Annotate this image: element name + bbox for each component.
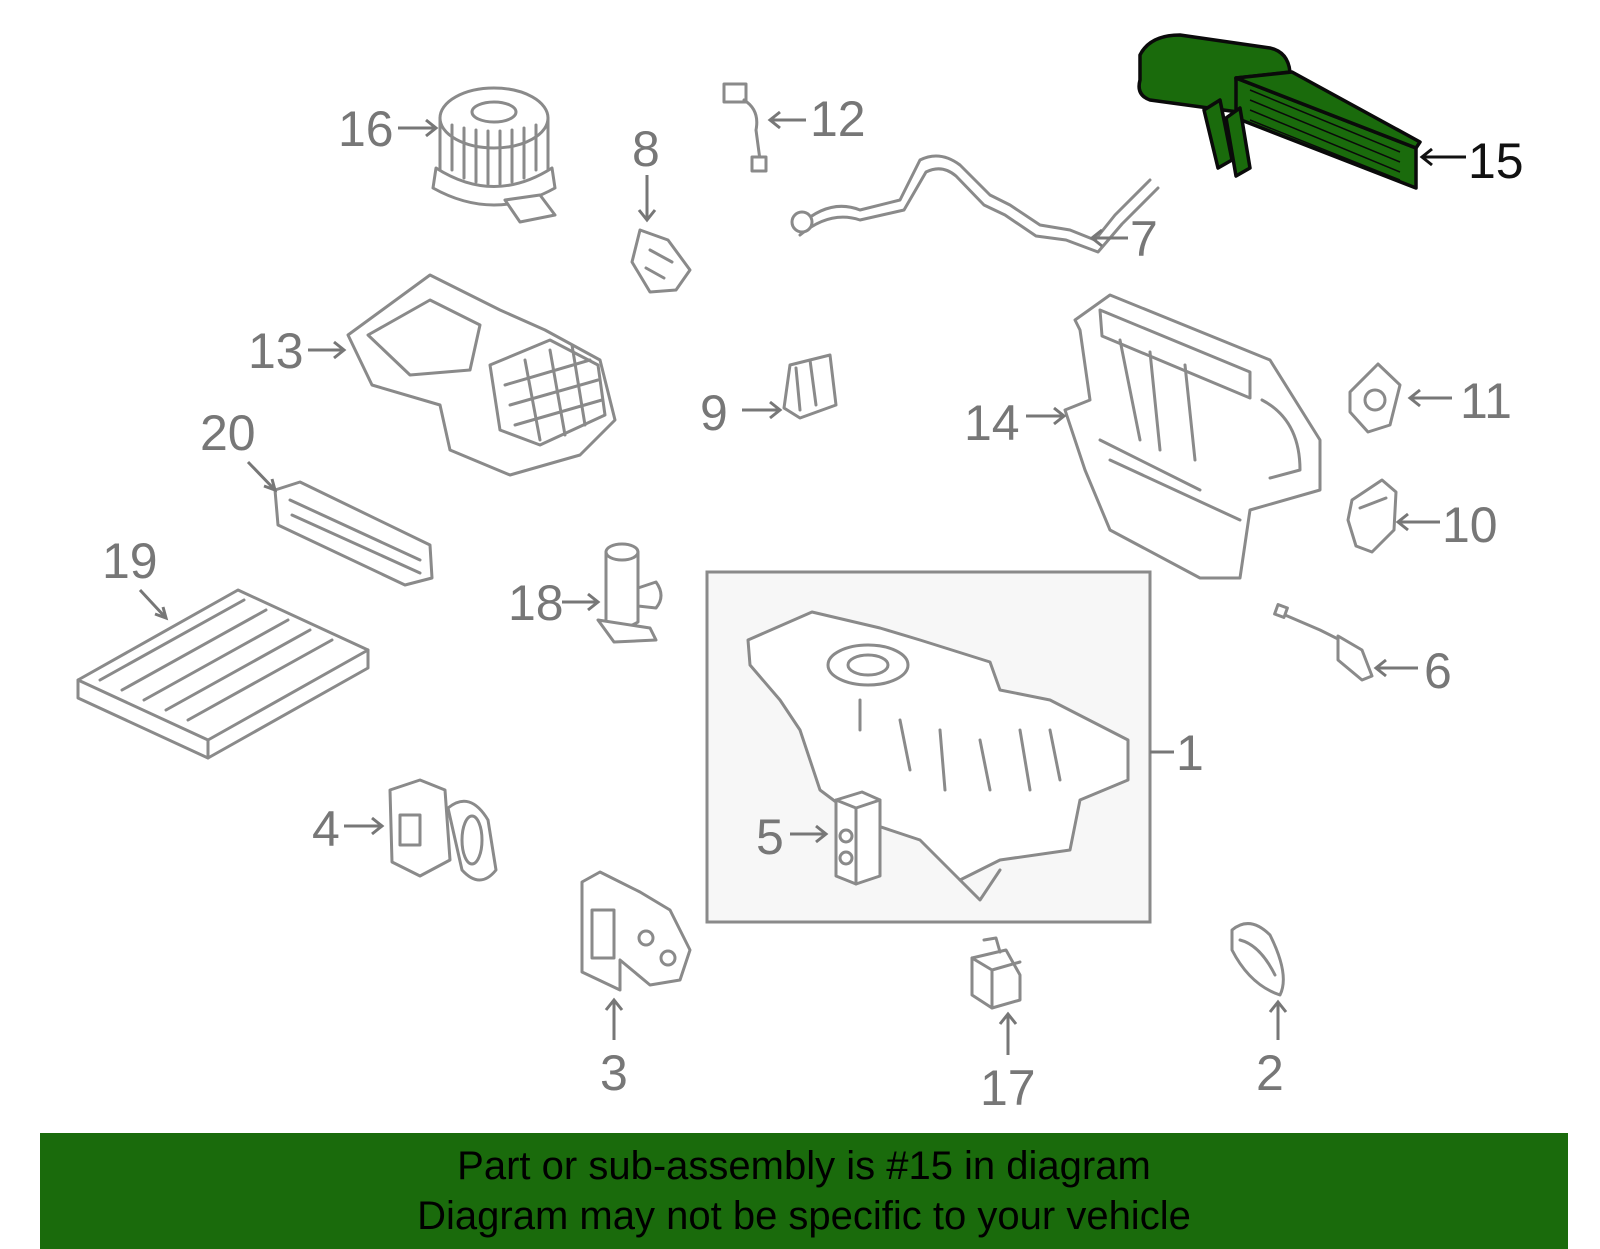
leader-13 (308, 340, 347, 360)
part-15-heater-core[interactable] (1137, 33, 1422, 190)
part-17-connector[interactable] (970, 936, 1022, 1010)
label-8: 8 (632, 121, 660, 177)
label-1: 1 (1176, 725, 1204, 781)
part-1-hvac-assembly[interactable] (705, 570, 1152, 924)
label-14: 14 (964, 395, 1020, 451)
part-8-actuator[interactable] (630, 228, 692, 294)
leader-6 (1373, 658, 1418, 678)
banner-line-2: Diagram may not be specific to your vehi… (417, 1194, 1191, 1238)
part-12-sensor[interactable] (722, 82, 768, 173)
info-banner: Part or sub-assembly is #15 in diagram D… (40, 1133, 1568, 1249)
leader-14 (1026, 406, 1067, 426)
leader-8 (637, 175, 657, 223)
part-9-bracket[interactable] (782, 353, 838, 420)
part-19-cabin-filter[interactable] (76, 588, 370, 760)
part-20-duct[interactable] (273, 480, 434, 587)
label-4: 4 (312, 801, 340, 857)
part-13-blower-housing[interactable] (346, 273, 617, 477)
leader-7 (1089, 228, 1128, 248)
leader-18 (562, 592, 601, 612)
label-19: 19 (102, 533, 158, 589)
label-13: 13 (248, 323, 304, 379)
leader-17 (998, 1011, 1018, 1055)
part-16-blower-motor[interactable] (431, 86, 557, 224)
part-11-clip[interactable] (1348, 362, 1402, 434)
part-6-sensor[interactable] (1273, 603, 1374, 682)
label-10: 10 (1442, 497, 1498, 553)
banner-line-1: Part or sub-assembly is #15 in diagram (457, 1144, 1151, 1188)
label-7: 7 (1130, 211, 1158, 267)
label-15: 15 (1468, 133, 1524, 189)
label-11: 11 (1460, 373, 1512, 429)
leader-4 (344, 816, 385, 836)
part-14-hvac-case[interactable] (1063, 293, 1322, 580)
part-7-tube[interactable] (790, 154, 1160, 254)
part-3-gasket[interactable] (580, 870, 692, 992)
label-12: 12 (810, 91, 866, 147)
leader-19 (138, 588, 169, 621)
leader-20 (246, 460, 278, 493)
part-2-cover[interactable] (1230, 922, 1285, 997)
leader-11 (1407, 388, 1452, 408)
leader-9 (742, 400, 783, 420)
part-5-expansion-valve[interactable] (834, 790, 882, 886)
leader-3 (604, 997, 624, 1040)
label-20: 20 (200, 405, 256, 461)
part-18-valve[interactable] (596, 542, 663, 644)
part-10-actuator[interactable] (1346, 478, 1398, 554)
leader-16 (398, 118, 439, 138)
part-4-seal[interactable] (388, 778, 498, 882)
label-2: 2 (1256, 1045, 1284, 1101)
label-17: 17 (980, 1060, 1036, 1116)
label-9: 9 (700, 385, 728, 441)
label-6: 6 (1424, 643, 1452, 699)
leader-2 (1268, 999, 1288, 1040)
leader-10 (1395, 512, 1440, 532)
leader-15 (1419, 147, 1466, 167)
label-5: 5 (756, 809, 784, 865)
leader-12 (767, 110, 806, 130)
label-3: 3 (600, 1045, 628, 1101)
label-16: 16 (338, 101, 394, 157)
leader-5 (790, 824, 829, 844)
label-18: 18 (508, 575, 564, 631)
